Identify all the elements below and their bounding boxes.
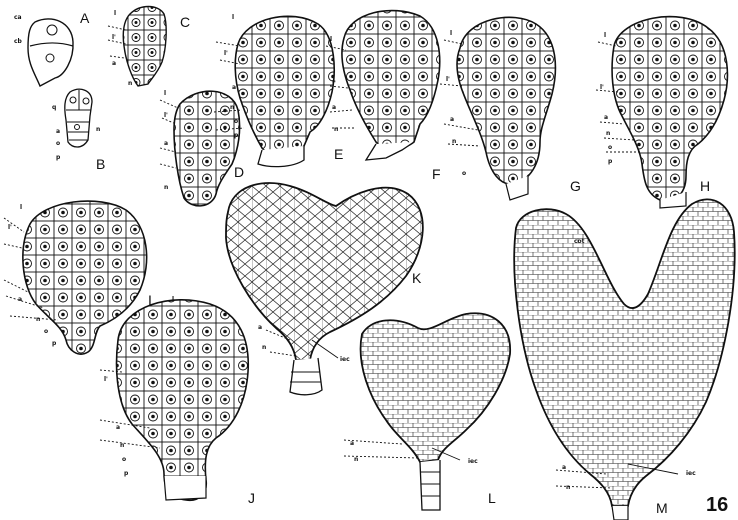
- panel-label-g: G: [570, 178, 581, 194]
- panel-a-embryo: [28, 19, 73, 86]
- panel-j-embryo: [117, 300, 249, 501]
- marker-j-p: p: [124, 470, 128, 477]
- marker-e-a: a: [232, 84, 236, 91]
- marker-e-l: l: [232, 14, 234, 21]
- marker-g-l-prime: l': [446, 76, 450, 83]
- marker-d-l-prime: l': [164, 112, 168, 119]
- marker-l-iec: iec: [468, 458, 478, 465]
- panel-m-embryo: [514, 199, 734, 520]
- marker-j-a: a: [116, 424, 120, 431]
- marker-f-n: n: [334, 126, 338, 133]
- marker-c-a: a: [112, 60, 116, 67]
- marker-e-l-prime: l': [224, 50, 228, 57]
- panel-label-k: K: [412, 270, 421, 286]
- marker-m-cot: cot: [574, 238, 585, 245]
- marker-g-a: a: [450, 116, 454, 123]
- panel-label-m: M: [656, 500, 668, 516]
- panel-label-c: C: [180, 14, 190, 30]
- marker-i-l-prime: l': [8, 224, 12, 231]
- panel-label-a: A: [80, 10, 89, 26]
- marker-j-o: o: [122, 456, 126, 463]
- panel-label-e: E: [334, 146, 343, 162]
- marker-b-p: p: [56, 154, 60, 161]
- panel-c-embryo: [123, 7, 166, 87]
- marker-h-o: o: [608, 144, 612, 151]
- marker-b-q: q: [52, 104, 56, 111]
- panel-l-embryo: [361, 313, 511, 510]
- marker-e-p: p: [234, 132, 238, 139]
- marker-d-n: n: [164, 184, 168, 191]
- figure-number: 16: [706, 494, 728, 517]
- marker-e-o: o: [234, 118, 238, 125]
- marker-i-o: o: [44, 328, 48, 335]
- marker-h-l: l: [604, 32, 606, 39]
- marker-m-n: n: [566, 484, 570, 491]
- marker-c-l-prime: l': [112, 34, 116, 41]
- panel-label-f: F: [432, 166, 441, 182]
- marker-d-a: a: [164, 140, 168, 147]
- marker-j-n: n: [120, 442, 124, 449]
- marker-l-n: n: [354, 456, 358, 463]
- marker-f-l-prime: l': [332, 80, 336, 87]
- panel-label-j: J: [248, 490, 255, 506]
- marker-h-p: p: [608, 158, 612, 165]
- marker-e-n: n: [230, 104, 234, 111]
- panel-e-embryo: [235, 16, 334, 166]
- marker-m-iec: iec: [686, 470, 696, 477]
- marker-b-n: n: [96, 126, 100, 133]
- marker-g-n: n: [452, 138, 456, 145]
- marker-h-n: n: [606, 130, 610, 137]
- marker-k-iec: iec: [340, 356, 350, 363]
- marker-f-l: l: [330, 36, 332, 43]
- panel-label-h: H: [700, 178, 710, 194]
- marker-l-a: a: [350, 440, 354, 447]
- marker-j-l: l: [172, 296, 174, 303]
- marker-a-ca: ca: [14, 14, 22, 21]
- marker-h-l-prime: l': [600, 84, 604, 91]
- marker-h-a: a: [604, 114, 608, 121]
- panel-f-embryo: [342, 11, 440, 160]
- marker-a-cb: cb: [14, 38, 22, 45]
- panel-g-embryo: [457, 17, 555, 200]
- panel-label-b: B: [96, 156, 105, 172]
- marker-b-a: a: [56, 128, 60, 135]
- marker-m-a: a: [562, 464, 566, 471]
- marker-c-l: l: [114, 10, 116, 17]
- marker-i-p: p: [52, 340, 56, 347]
- marker-b-o: o: [56, 140, 60, 147]
- marker-c-n: n: [128, 80, 132, 87]
- marker-d-l: l: [164, 90, 166, 97]
- marker-k-n: n: [262, 344, 266, 351]
- marker-f-a: a: [332, 104, 336, 111]
- panel-b-embryo: [65, 89, 92, 147]
- panel-label-l: L: [488, 490, 496, 506]
- marker-k-a: a: [258, 324, 262, 331]
- panel-label-i: I: [148, 292, 152, 308]
- marker-j-l-prime: l': [104, 376, 108, 383]
- marker-g-l: l: [450, 30, 452, 37]
- marker-i-l: l: [20, 204, 22, 211]
- marker-i-n: n: [36, 316, 40, 323]
- marker-i-a: a: [18, 296, 22, 303]
- panel-label-d: D: [234, 164, 244, 180]
- marker-g-o: o: [462, 170, 466, 177]
